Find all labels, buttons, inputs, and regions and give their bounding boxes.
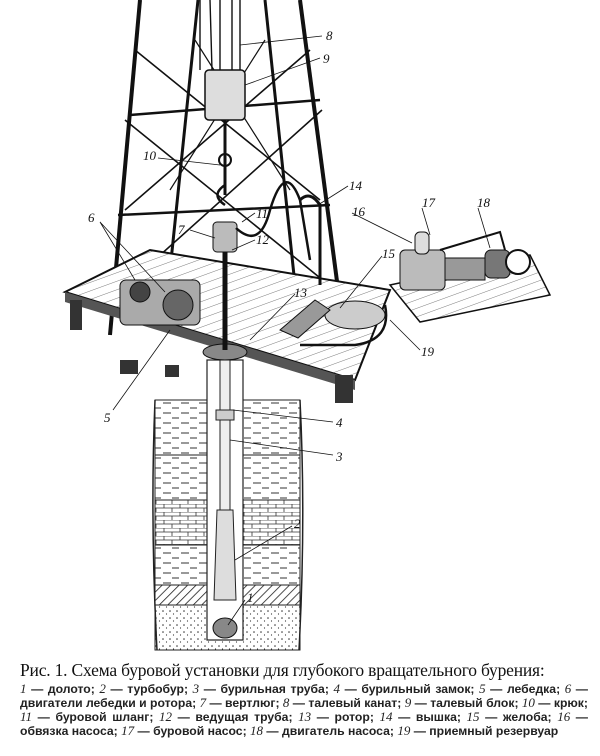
legend-number: 3: [192, 681, 200, 696]
caption-legend: 1 — долото; 2 — турбобур; 3 — бурильная …: [20, 681, 588, 739]
callout-17: 17: [422, 195, 436, 210]
legend-text: турбобур: [127, 682, 184, 696]
legend-number: 9: [404, 695, 412, 710]
legend-item: 15 — желоба: [466, 709, 548, 725]
legend-number: 7: [199, 695, 207, 710]
legend-number: 1: [20, 681, 27, 696]
legend-number: 8: [282, 695, 290, 710]
legend-number: 19: [397, 723, 411, 738]
callout-6: 6: [88, 210, 95, 225]
callout-4: 4: [336, 415, 343, 430]
legend-number: 14: [379, 709, 393, 724]
legend-number: 5: [479, 681, 486, 696]
legend-text: лебедка: [506, 682, 557, 696]
legend-text: талевый блок: [430, 696, 515, 710]
legend-text: ведущая труба: [195, 710, 289, 724]
legend-item: 4 — бурильный замок: [333, 681, 471, 697]
figure-caption: Рис. 1. Схема буровой установки для глуб…: [20, 660, 588, 738]
legend-text: бурильный замок: [361, 682, 471, 696]
hoisting-assembly: [204, 69, 322, 350]
swivel: [212, 221, 238, 253]
drilling-hose: [235, 181, 312, 261]
legend-text: бурильная труба: [220, 682, 325, 696]
legend-item: 11 — буровой шланг: [20, 709, 150, 725]
legend-text: талевый канат: [308, 696, 398, 710]
legend-text: приемный резервуар: [429, 724, 559, 738]
legend-text: буровой шланг: [55, 710, 150, 724]
legend-item: 2 — турбобур: [99, 681, 184, 697]
legend-number: 4: [333, 681, 340, 696]
legend-item: 8 — талевый канат: [282, 695, 398, 711]
legend-text: двигатели лебедки и ротора: [20, 696, 193, 710]
legend-number: 10: [521, 695, 535, 710]
legend-item: 12 — ведущая труба: [159, 709, 289, 725]
callout-15: 15: [382, 246, 396, 261]
caption-title: Рис. 1. Схема буровой установки для глуб…: [20, 660, 545, 680]
drill-bit: [212, 617, 238, 639]
legend-number: 2: [99, 681, 106, 696]
callout-2: 2: [294, 516, 301, 531]
callout-16: 16: [352, 204, 366, 219]
legend-item: 5 — лебедка: [479, 681, 557, 697]
legend-text: ротор: [334, 710, 370, 724]
callout-10: 10: [143, 148, 157, 163]
legend-number: 16: [557, 709, 571, 724]
legend-item: 9 — талевый блок: [404, 695, 515, 711]
tool-joint: [215, 409, 235, 421]
callout-8: 8: [326, 28, 333, 43]
legend-text: долото: [47, 682, 91, 696]
legend-item: 7 — вертлюг: [199, 695, 276, 711]
legend-item: 13 — ротор: [298, 709, 370, 725]
drilling-rig-diagram: 8 9 10 11 12 7 6 14 16 17 18 15 13 19 5 …: [62, 0, 552, 651]
legend-text: двигатель насоса: [282, 724, 390, 738]
legend-text: желоба: [502, 710, 548, 724]
turbodrill: [213, 509, 237, 601]
legend-item: 3 — бурильная труба: [192, 681, 325, 697]
legend-item: 16 — обвязка насоса: [20, 709, 588, 739]
legend-item: 14 — вышка: [379, 709, 457, 725]
callout-11: 11: [256, 206, 268, 221]
legend-item: 6 — двигатели лебедки и ротора: [20, 681, 588, 711]
mud-tank: [324, 300, 386, 330]
legend-number: 13: [298, 709, 312, 724]
callout-13: 13: [294, 285, 308, 300]
legend-item: 17 — буровой насос: [121, 723, 243, 739]
mud-trough: [279, 299, 331, 339]
callout-19: 19: [421, 344, 435, 359]
legend-number: 18: [250, 723, 264, 738]
wire-rope: [199, 0, 241, 71]
legend-item: 19 — приемный резервуар: [397, 723, 559, 739]
leader-lines: [99, 35, 491, 626]
legend-number: 6: [564, 681, 572, 696]
borehole: [206, 359, 244, 641]
legend-number: 15: [466, 709, 480, 724]
legend-text: обвязка насоса: [20, 724, 114, 738]
callout-7: 7: [178, 222, 185, 237]
legend-text: вышка: [415, 710, 457, 724]
callout-1: 1: [247, 590, 254, 605]
traveling-block: [204, 69, 246, 121]
legend-number: 17: [121, 723, 135, 738]
callout-14: 14: [349, 178, 363, 193]
hook: [218, 153, 232, 167]
legend-number: 12: [159, 709, 172, 724]
callout-5: 5: [104, 410, 111, 425]
legend-text: буровой насос: [153, 724, 243, 738]
callout-12: 12: [256, 232, 270, 247]
callout-9: 9: [323, 51, 330, 66]
legend-text: крюк: [553, 696, 584, 710]
legend-item: 18 — двигатель насоса: [250, 723, 390, 739]
legend-item: 1 — долото: [20, 681, 91, 697]
legend-item: 10 — крюк: [521, 695, 584, 711]
standpipe: [298, 194, 322, 285]
legend-text: вертлюг: [225, 696, 276, 710]
legend-number: 11: [20, 709, 33, 724]
callout-3: 3: [335, 449, 343, 464]
callout-labels: 8 9 10 11 12 7 6 14 16 17 18 15 13 19 5 …: [88, 28, 491, 605]
pump-station: [388, 230, 552, 323]
callout-18: 18: [477, 195, 491, 210]
